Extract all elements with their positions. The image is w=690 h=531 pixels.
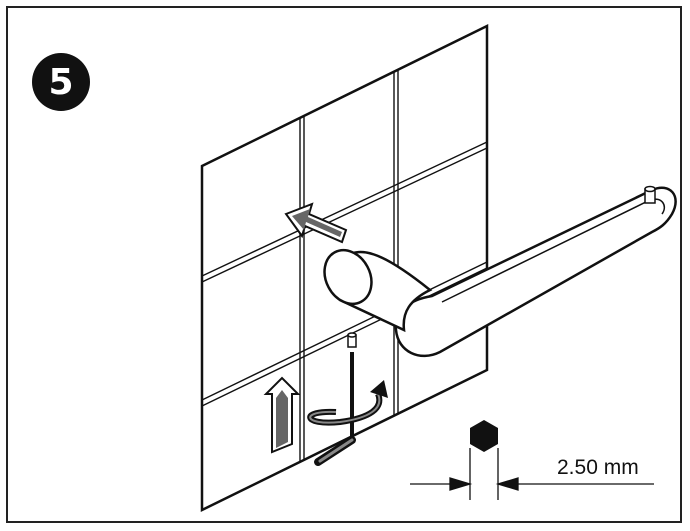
rotate-arrow (307, 380, 388, 426)
step-number-badge: 5 (32, 53, 90, 111)
hex-size-icon (470, 420, 498, 452)
instruction-frame (6, 6, 682, 523)
dimension-lines (410, 448, 654, 500)
push-arrow (284, 202, 348, 244)
grub-screw (347, 332, 357, 348)
hex-key-size-label: 2.50 mm (557, 456, 639, 479)
holder-arm (323, 185, 677, 358)
lift-arrow (263, 376, 301, 454)
hex-key (314, 352, 356, 466)
